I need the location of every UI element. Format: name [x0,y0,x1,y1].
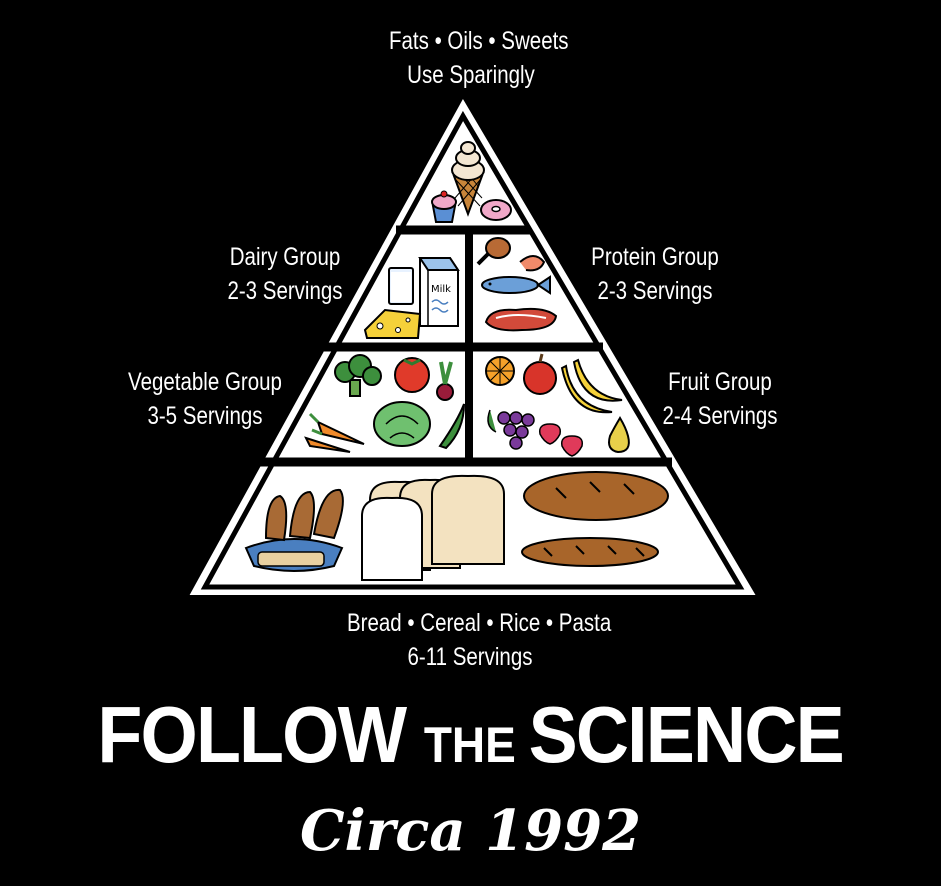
label-dairy-line1: Dairy Group [229,243,341,271]
label-dairy-line2: 2-3 Servings [227,277,343,305]
apple-icon [523,353,557,395]
cupcake-icon [431,190,457,223]
milk-carton-icon: Milk [418,257,460,327]
label-grains-line1: Bread • Cereal • Rice • Pasta [347,609,612,637]
cheese-icon [363,308,422,339]
label-fruit-line1: Fruit Group [668,368,772,396]
label-fruit-group: Fruit Group 2-4 Servings [646,365,794,433]
bread-basket-icon [244,488,344,572]
broccoli-icon [334,354,382,397]
label-fats-oils-sweets: Fats • Oils • Sweets Use Sparingly [389,24,569,92]
label-vegetable-line2: 3-5 Servings [147,402,263,430]
grapes-icon [487,409,535,450]
beet-icon [436,361,454,401]
sliced-bread-icon [361,474,505,581]
food-pyramid: Milk [189,98,756,595]
milk-carton-label: Milk [431,284,451,295]
label-fats-line1: Fats • Oils • Sweets [389,27,569,55]
fish-icon [481,275,551,295]
round-loaf-icon [523,471,669,521]
headline: FOLLOW THE SCIENCE [0,695,941,775]
baguette-icon [521,537,659,567]
tomato-icon [394,357,430,393]
pea-pod-icon [438,403,465,450]
label-dairy-group: Dairy Group 2-3 Servings [215,240,354,308]
shrimp-icon [519,255,546,272]
steak-icon [484,307,558,332]
milk-glass-icon [388,267,414,305]
label-fruit-line2: 2-4 Servings [662,402,778,430]
headline-follow: FOLLOW [97,690,425,779]
lettuce-icon [373,401,431,447]
label-vegetable-line1: Vegetable Group [128,368,282,396]
label-grains-group: Bread • Cereal • Rice • Pasta 6-11 Servi… [347,606,612,674]
chicken-leg-icon [476,237,511,266]
subheadline-circa: Circa 1992 [299,798,642,864]
carrot-icon [304,412,365,453]
label-protein-line1: Protein Group [591,243,719,271]
pear-icon [608,416,630,454]
label-vegetable-group: Vegetable Group 3-5 Servings [123,365,287,433]
banana-icon [560,358,623,414]
label-grains-line2: 6-11 Servings [407,643,533,671]
headline-the: THE [424,717,529,773]
strawberry-icon [538,423,584,457]
ice-cream-cone-icon [451,141,485,217]
headline-science: SCIENCE [528,690,845,779]
label-fats-line2: Use Sparingly [407,61,535,89]
label-protein-line2: 2-3 Servings [597,277,713,305]
label-protein-group: Protein Group 2-3 Servings [585,240,724,308]
orange-slice-icon [485,356,515,386]
donut-icon [480,199,512,221]
